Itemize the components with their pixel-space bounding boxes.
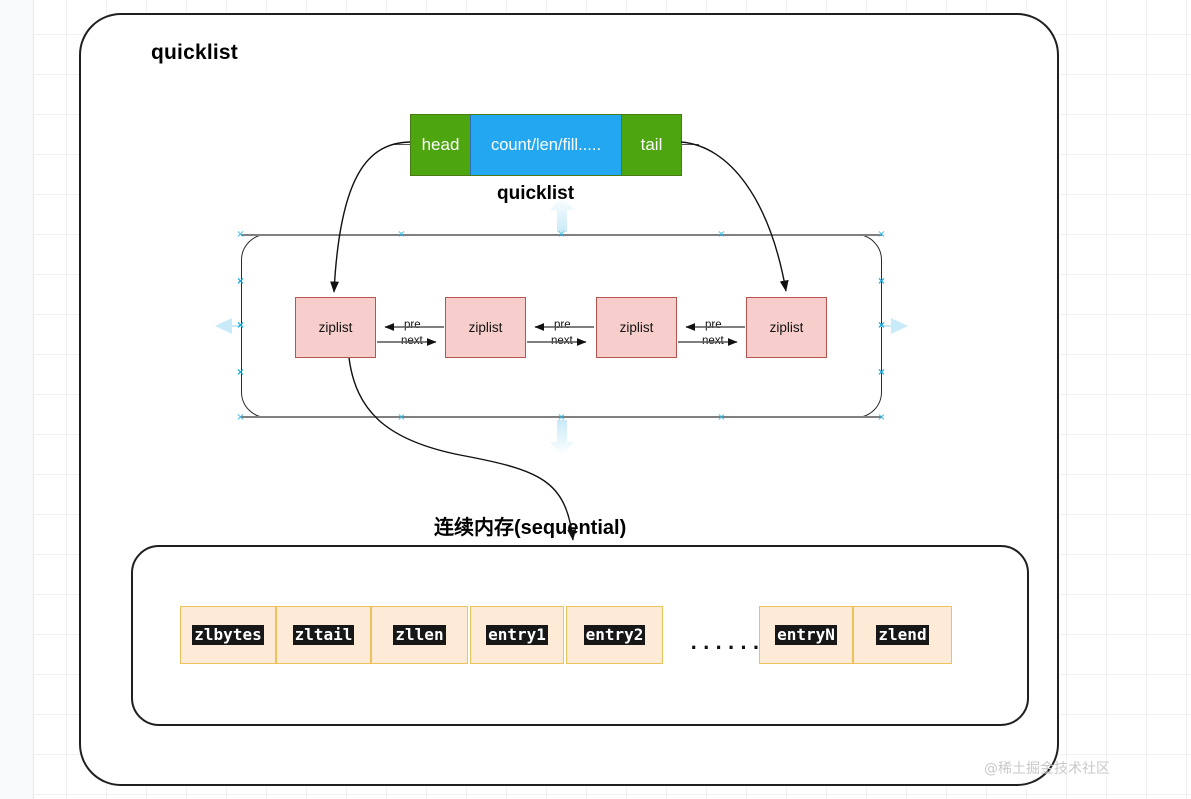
ziplist-container-top-edge: [241, 234, 882, 236]
quicklist-struct-caption: quicklist: [497, 183, 575, 204]
selection-handle-bottom-mid-left[interactable]: ×: [397, 412, 406, 423]
selection-handle-right-upper[interactable]: ×: [877, 276, 886, 287]
ziplist-entry-zlbytes[interactable]: zlbytes: [180, 606, 276, 664]
link-label-next-3: next: [701, 335, 725, 347]
ziplist-node-2[interactable]: ziplist: [445, 297, 526, 358]
selection-handle-left-middle[interactable]: ×: [236, 320, 245, 331]
ziplist-node-1[interactable]: ziplist: [295, 297, 376, 358]
link-label-pre-3: pre: [704, 319, 723, 331]
ziplist-entry-zltail[interactable]: zltail: [276, 606, 371, 664]
quicklist-struct[interactable]: head count/len/fill..... tail: [410, 114, 682, 176]
selection-handle-right-lower[interactable]: ×: [877, 367, 886, 378]
selection-handle-top-center[interactable]: ×: [557, 229, 566, 240]
selection-handle-right-middle[interactable]: ×: [877, 320, 886, 331]
ziplist-entry-zllen[interactable]: zllen: [371, 606, 468, 664]
selection-handle-bottom-center[interactable]: ×: [557, 412, 566, 423]
ziplist-entry-entryN-label: entryN: [775, 625, 837, 645]
ziplist-entry-zlbytes-label: zlbytes: [192, 625, 264, 645]
ziplist-node-4[interactable]: ziplist: [746, 297, 827, 358]
quicklist-struct-right-wire: [680, 144, 699, 145]
quicklist-head-cell[interactable]: head: [411, 115, 471, 175]
link-label-pre-1: pre: [403, 319, 422, 331]
link-label-next-2: next: [550, 335, 574, 347]
quicklist-title: quicklist: [151, 41, 238, 64]
ziplist-entry-zlend[interactable]: zlend: [853, 606, 952, 664]
quicklist-struct-left-wire: [392, 144, 411, 145]
ziplist-entries-ellipsis: ......: [688, 632, 763, 654]
selection-handle-top-left[interactable]: ×: [236, 229, 245, 240]
link-label-pre-2: pre: [553, 319, 572, 331]
selection-handle-left-lower[interactable]: ×: [236, 367, 245, 378]
ziplist-entry-entry1[interactable]: entry1: [470, 606, 564, 664]
ziplist-entry-entryN[interactable]: entryN: [759, 606, 853, 664]
ziplist-entry-entry2[interactable]: entry2: [566, 606, 663, 664]
sequential-memory-title: 连续内存(sequential): [434, 517, 627, 539]
selection-handle-bottom-left[interactable]: ×: [236, 412, 245, 423]
canvas-left-ruler: [0, 0, 34, 799]
ziplist-entry-entry1-label: entry1: [486, 625, 548, 645]
selection-handle-top-mid-right[interactable]: ×: [717, 229, 726, 240]
selection-handle-bottom-mid-right[interactable]: ×: [717, 412, 726, 423]
ziplist-entry-zllen-label: zllen: [393, 625, 446, 645]
ziplist-entry-entry2-label: entry2: [583, 625, 646, 645]
selection-handle-top-mid-left[interactable]: ×: [397, 229, 406, 240]
quicklist-meta-cell[interactable]: count/len/fill.....: [471, 115, 621, 175]
quicklist-tail-cell[interactable]: tail: [621, 115, 681, 175]
ziplist-entry-zlend-label: zlend: [876, 625, 929, 645]
ziplist-entry-zltail-label: zltail: [292, 625, 355, 645]
watermark-text: @稀土掘金技术社区: [984, 761, 1110, 777]
selection-handle-bottom-right[interactable]: ×: [877, 412, 886, 423]
selection-handle-left-upper[interactable]: ×: [236, 276, 245, 287]
selection-handle-top-right[interactable]: ×: [877, 229, 886, 240]
ziplist-node-3[interactable]: ziplist: [596, 297, 677, 358]
link-label-next-1: next: [400, 335, 424, 347]
